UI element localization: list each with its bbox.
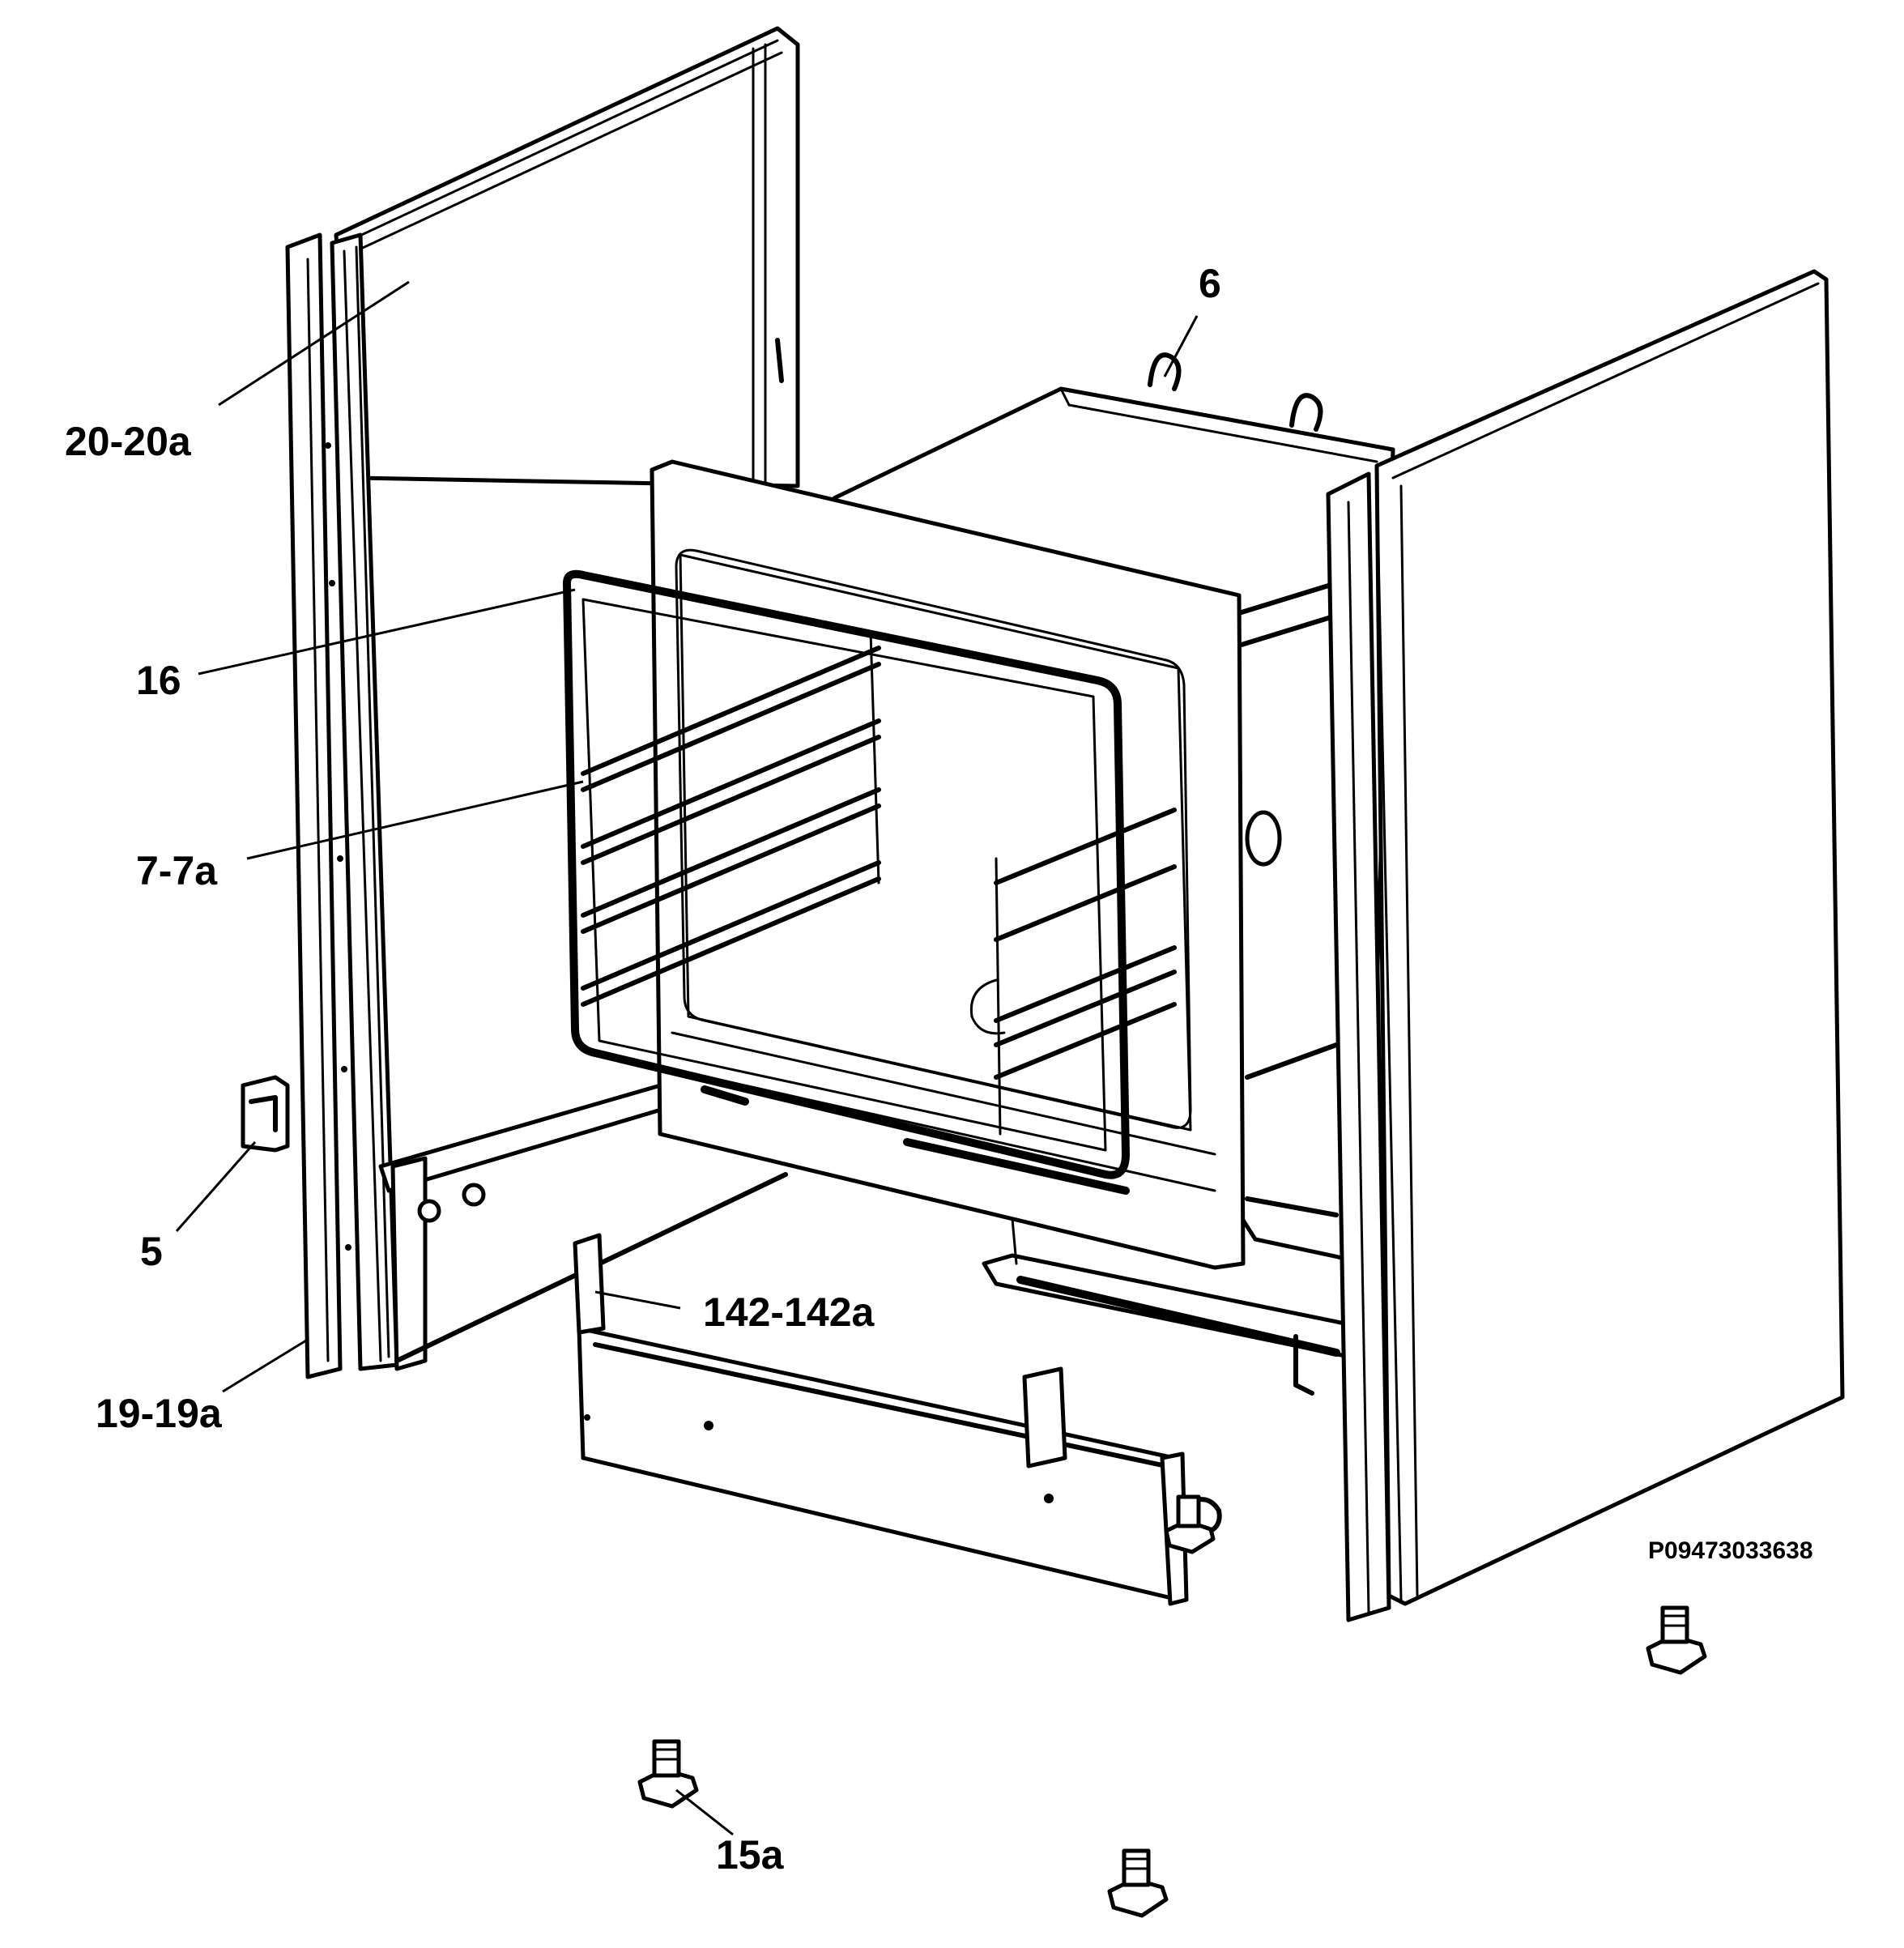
callout-20-20a: 20-20a: [65, 419, 191, 464]
leader-16: [198, 588, 576, 676]
left-front-rails: [285, 232, 399, 1379]
left-side-panel: [334, 26, 800, 488]
adjustable-foot-2: [1107, 1848, 1169, 1918]
drawing-code: P09473033638: [1648, 1537, 1813, 1564]
adjustable-foot-1: [637, 1739, 699, 1809]
door-gasket: [563, 569, 1130, 1179]
leader-lines: [175, 280, 1199, 1836]
leader-7-7a: [246, 780, 584, 860]
callout-5: 5: [140, 1229, 163, 1274]
front-frame: [650, 459, 1246, 1270]
leader-6: [1163, 315, 1199, 377]
shelf-racks: [581, 630, 1177, 1136]
callout-19-19a: 19-19a: [96, 1391, 222, 1436]
callout-16: 16: [136, 658, 181, 703]
callout-15a: 15a: [716, 1832, 784, 1878]
kick-panel-foot: [1164, 1494, 1216, 1554]
callout-142-142a: 142-142a: [703, 1289, 875, 1335]
small-bracket: [241, 1075, 290, 1153]
top-hook-parts: [1148, 352, 1323, 432]
leader-15a: [675, 1788, 734, 1836]
callout-7-7a: 7-7a: [136, 848, 218, 893]
leader-19-19a: [222, 1339, 307, 1393]
leader-5: [175, 1141, 257, 1232]
kick-panel: [573, 1233, 1222, 1606]
callout-6: 6: [1199, 261, 1221, 306]
leader-142-142a: [594, 1290, 681, 1310]
leader-20-20a: [218, 280, 410, 407]
adjustable-foot-3: [1646, 1605, 1707, 1675]
right-side-panel: [1326, 269, 1845, 1622]
